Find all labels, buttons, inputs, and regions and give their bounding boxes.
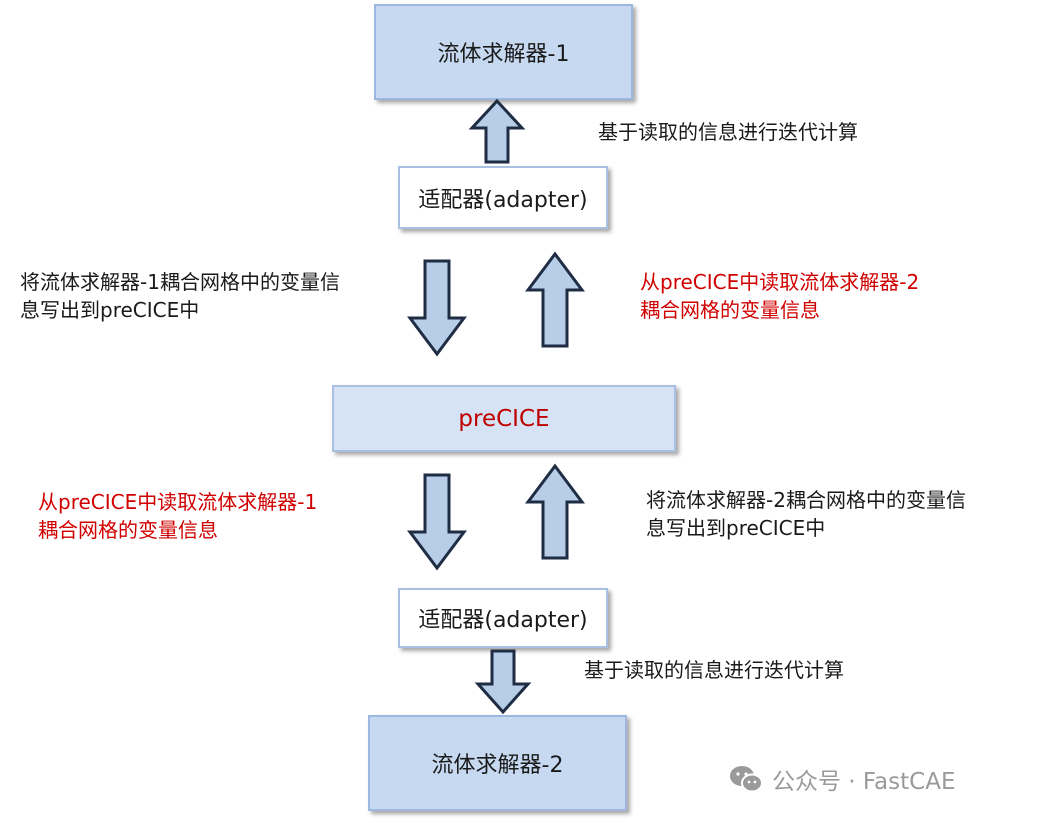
write-solver1-line1: 将流体求解器-1耦合网格中的变量信 [20, 270, 340, 294]
read-solver2-note: 从preCICE中读取流体求解器-2 耦合网格的变量信息 [640, 268, 919, 324]
write-solver1-note: 将流体求解器-1耦合网格中的变量信 息写出到preCICE中 [20, 268, 340, 324]
iterate-note-top: 基于读取的信息进行迭代计算 [598, 120, 858, 144]
adapter-bottom-box: 适配器(adapter) [398, 588, 608, 648]
write-solver1-line2: 息写出到preCICE中 [20, 298, 200, 322]
solver-1-box: 流体求解器-1 [374, 4, 633, 100]
watermark-text: 公众号 · FastCAE [772, 769, 956, 795]
adapter-bottom-label: 适配器(adapter) [418, 608, 588, 633]
read-solver1-note: 从preCICE中读取流体求解器-1 耦合网格的变量信息 [38, 488, 317, 544]
wechat-icon [730, 766, 763, 793]
arrow-write-solver2-to-precice [525, 463, 585, 560]
read-solver2-line1: 从preCICE中读取流体求解器-2 [640, 270, 920, 294]
write-solver2-line1: 将流体求解器-2耦合网格中的变量信 [646, 488, 966, 512]
solver-2-box: 流体求解器-2 [368, 715, 627, 811]
arrow-write-solver1-to-precice [407, 259, 467, 357]
adapter-top-box: 适配器(adapter) [398, 166, 608, 229]
solver-2-label: 流体求解器-2 [431, 753, 564, 778]
write-solver2-note: 将流体求解器-2耦合网格中的变量信 息写出到preCICE中 [646, 486, 966, 542]
precice-label: preCICE [458, 405, 550, 432]
watermark: 公众号 · FastCAE [728, 762, 955, 796]
read-solver2-line2: 耦合网格的变量信息 [640, 298, 820, 322]
arrow-read-solver2-from-precice [525, 251, 585, 348]
read-solver1-line1: 从preCICE中读取流体求解器-1 [38, 490, 318, 514]
adapter-top-label: 适配器(adapter) [418, 187, 588, 213]
arrow-adapter-to-solver2 [474, 649, 532, 715]
arrow-adapter-to-solver1 [468, 98, 526, 164]
iterate-note-bottom: 基于读取的信息进行迭代计算 [584, 658, 844, 682]
write-solver2-line2: 息写出到preCICE中 [646, 516, 826, 540]
arrow-read-solver1-from-precice [407, 473, 467, 571]
solver-1-label: 流体求解器-1 [437, 42, 570, 67]
precice-box: preCICE [332, 385, 676, 452]
read-solver1-line2: 耦合网格的变量信息 [38, 518, 218, 542]
